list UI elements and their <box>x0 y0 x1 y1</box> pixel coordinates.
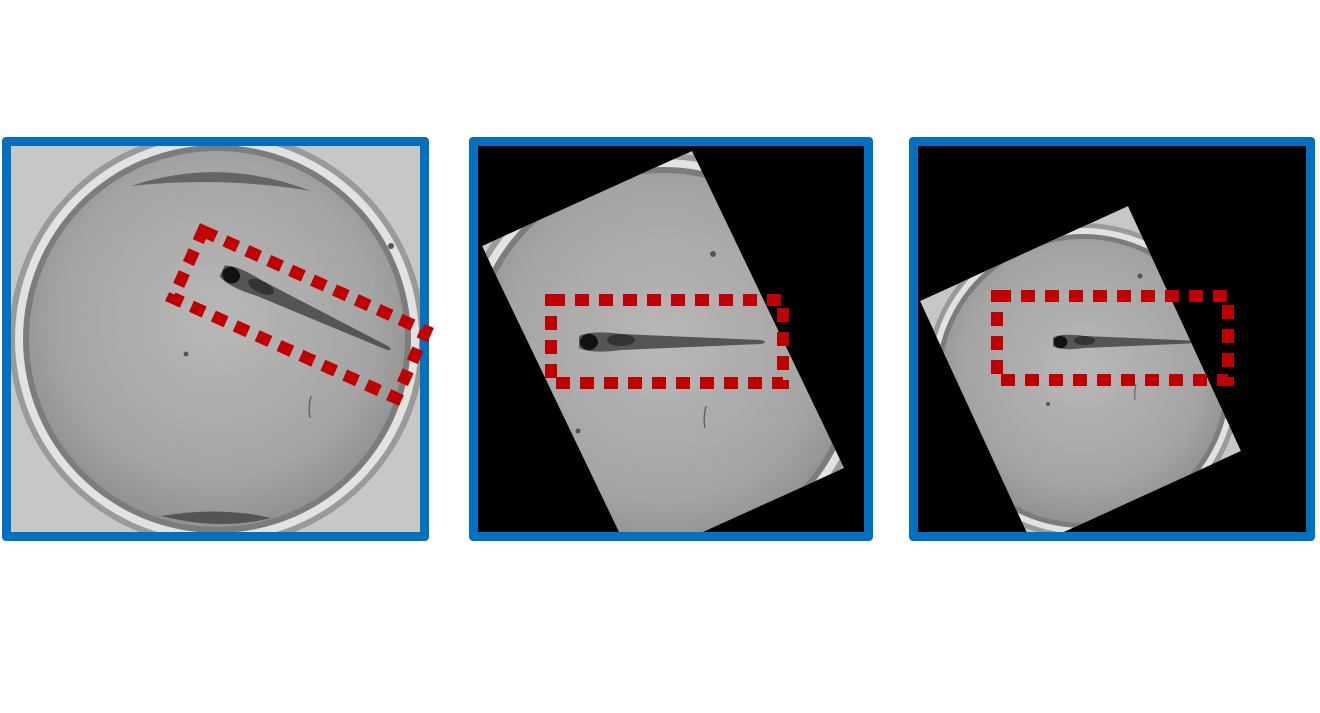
dish-image-rotated <box>478 146 864 532</box>
debris-dot <box>575 428 581 434</box>
dish-shadow-top <box>131 172 311 191</box>
larva-yolk <box>607 334 635 346</box>
debris-dot <box>1137 273 1143 279</box>
larva-eye <box>580 334 598 350</box>
debris-dot <box>1046 402 1050 406</box>
dish-medium <box>29 151 405 527</box>
debris-dot <box>710 251 716 257</box>
dish-shadow-bottom <box>161 511 271 525</box>
larva-yolk <box>1074 336 1095 345</box>
panel-rotated <box>469 137 873 541</box>
dish-image-rotated-scaled <box>918 146 1306 532</box>
debris-dot <box>183 351 189 357</box>
larva-eye <box>1053 336 1068 348</box>
debris-fiber <box>703 405 707 429</box>
panel-rotated-scaled <box>909 137 1315 541</box>
debris-dot <box>388 243 394 249</box>
dish-image-original <box>11 146 420 532</box>
panel-original <box>2 137 429 541</box>
